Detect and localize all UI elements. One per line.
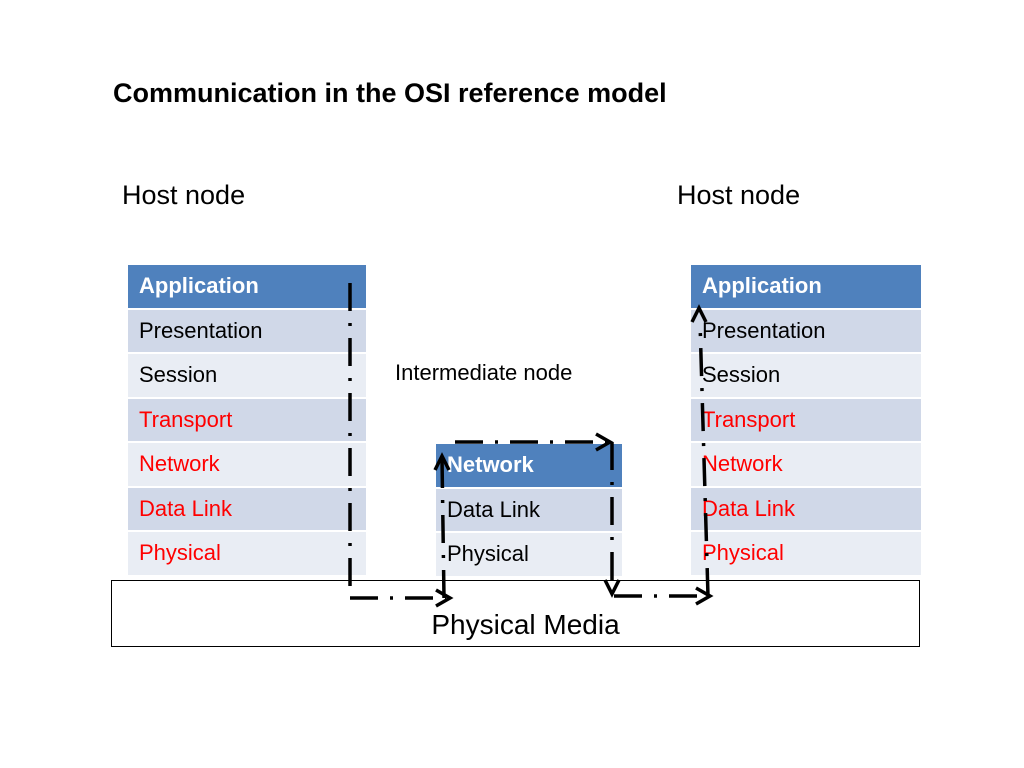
flow-right-up bbox=[698, 321, 710, 597]
layer-data-link: Data Link bbox=[691, 487, 921, 532]
arrowhead-left-to-intermediate bbox=[435, 588, 454, 608]
layer-session: Session bbox=[691, 354, 921, 399]
layer-network: Network bbox=[436, 444, 622, 489]
intermediate-node-label: Intermediate node bbox=[395, 360, 573, 385]
arrowhead-right-up bbox=[690, 304, 708, 323]
layer-transport: Transport bbox=[691, 398, 921, 443]
layer-data-link: Data Link bbox=[128, 487, 366, 532]
left-host-label: Host node bbox=[122, 180, 246, 210]
layer-network: Network bbox=[691, 443, 921, 488]
arrowhead-intermediate-down bbox=[603, 579, 621, 598]
layer-presentation: Presentation bbox=[128, 309, 366, 354]
layer-presentation: Presentation bbox=[691, 309, 921, 354]
layer-physical: Physical bbox=[436, 533, 622, 578]
physical-media-label: Physical Media bbox=[431, 609, 620, 640]
intermediate-node-stack: Network Data Link Physical bbox=[436, 444, 622, 578]
layer-application: Application bbox=[691, 265, 921, 310]
physical-media-box: Physical Media bbox=[111, 580, 920, 647]
arrowhead-intermediate-up bbox=[433, 452, 451, 471]
arrowhead-to-right-host bbox=[695, 586, 714, 606]
layer-transport: Transport bbox=[128, 398, 366, 443]
left-host-stack: Application Presentation Session Transpo… bbox=[128, 265, 366, 577]
slide-title: Communication in the OSI reference model bbox=[113, 78, 667, 108]
right-host-label: Host node bbox=[677, 180, 801, 210]
layer-application: Application bbox=[128, 265, 366, 310]
layer-physical: Physical bbox=[691, 532, 921, 577]
layer-network: Network bbox=[128, 443, 366, 488]
layer-physical: Physical bbox=[128, 532, 366, 577]
flow-intermediate-up bbox=[440, 457, 446, 599]
layer-session: Session bbox=[128, 354, 366, 399]
arrowhead-intermediate-across bbox=[595, 432, 614, 452]
right-host-stack: Application Presentation Session Transpo… bbox=[691, 265, 921, 577]
layer-data-link: Data Link bbox=[436, 488, 622, 533]
